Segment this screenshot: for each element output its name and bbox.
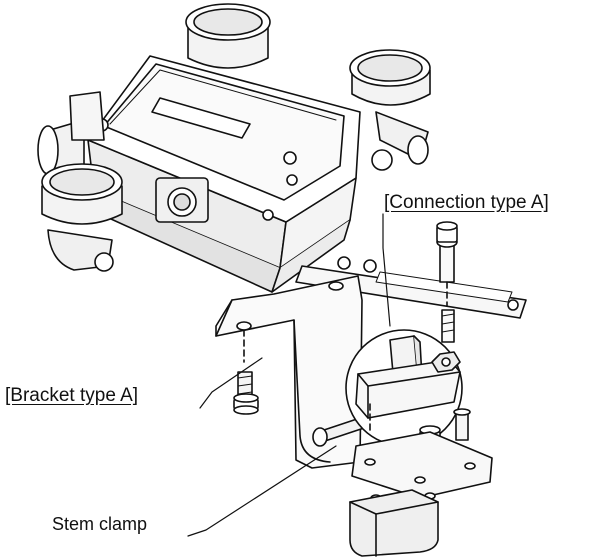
stem-plate	[351, 431, 493, 502]
left-pressure-gauge	[41, 163, 123, 272]
bracket-leader	[199, 357, 263, 409]
connection-type-label: [Connection type A]	[384, 192, 549, 213]
connection-leader	[382, 213, 391, 327]
bracket-bolt	[233, 371, 259, 415]
connection-detail	[345, 329, 463, 447]
right-pressure-gauge	[349, 49, 431, 171]
mounting-bracket	[215, 275, 363, 469]
stem-clamp-label: Stem clamp	[52, 514, 148, 534]
leader-lines	[187, 213, 391, 537]
stem-clamp-leader	[187, 445, 337, 537]
connection-screw	[441, 309, 455, 343]
bracket-type-label: [Bracket type A]	[5, 385, 139, 406]
lever-bolt	[436, 221, 458, 307]
block-screw	[453, 408, 471, 441]
valve-stem-block	[349, 489, 439, 557]
positioner-housing	[87, 55, 361, 293]
top-pressure-gauge	[185, 3, 271, 69]
